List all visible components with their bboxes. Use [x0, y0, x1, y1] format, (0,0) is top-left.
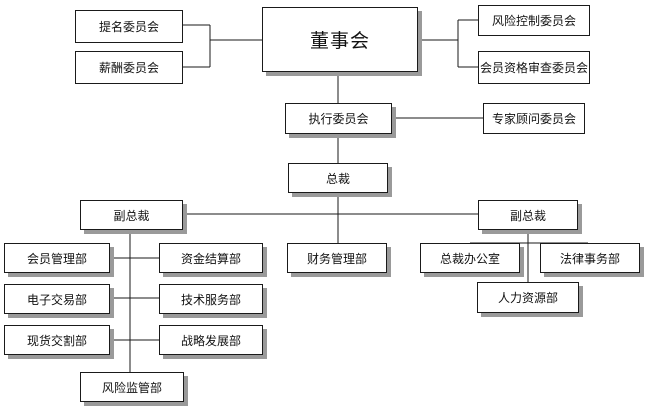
vp-left-label: 副总裁	[113, 208, 150, 223]
connector-left-depts	[110, 257, 159, 341]
finance-mgmt-dept-box: 财务管理部	[287, 243, 387, 273]
board-label: 董事会	[309, 30, 370, 52]
risk-supervision-dept-label: 风险监管部	[101, 380, 162, 395]
board-box: 董事会	[262, 7, 418, 72]
e-trading-dept-box: 电子交易部	[4, 284, 110, 314]
human-resources-dept-box: 人力资源部	[477, 282, 579, 313]
connector-board-left	[183, 24, 262, 68]
president-label: 总裁	[325, 171, 350, 186]
risk-control-committee-box: 风险控制委员会	[478, 5, 590, 36]
fund-settlement-dept-label: 资金结算部	[180, 251, 241, 266]
president-office-box: 总裁办公室	[420, 243, 520, 273]
finance-mgmt-dept-label: 财务管理部	[306, 251, 367, 266]
vp-right-label: 副总裁	[509, 208, 546, 223]
spot-delivery-dept-label: 现货交割部	[26, 333, 87, 348]
nomination-committee-box: 提名委员会	[75, 10, 183, 43]
human-resources-dept-label: 人力资源部	[497, 291, 558, 305]
strategy-dev-dept-label: 战略发展部	[180, 333, 241, 348]
compensation-committee-box: 薪酬委员会	[75, 51, 183, 84]
nomination-committee-label: 提名委员会	[98, 20, 159, 34]
vp-left-box: 副总裁	[80, 200, 183, 230]
compensation-committee-label: 薪酬委员会	[98, 61, 159, 75]
member-mgmt-dept-box: 会员管理部	[4, 243, 110, 273]
executive-committee-label: 执行委员会	[308, 112, 369, 126]
risk-control-committee-label: 风险控制委员会	[491, 14, 576, 28]
e-trading-dept-label: 电子交易部	[26, 292, 87, 307]
spot-delivery-dept-box: 现货交割部	[4, 325, 110, 355]
legal-affairs-dept-box: 法律事务部	[540, 243, 640, 273]
fund-settlement-dept-box: 资金结算部	[159, 243, 263, 273]
president-box: 总裁	[288, 163, 388, 193]
vp-right-box: 副总裁	[478, 200, 578, 230]
executive-committee-box: 执行委员会	[285, 103, 392, 134]
expert-advisory-committee-box: 专家顾问委员会	[483, 103, 585, 134]
expert-advisory-committee-label: 专家顾问委员会	[491, 112, 576, 126]
connector-board-right	[418, 19, 478, 68]
president-office-label: 总裁办公室	[439, 251, 500, 266]
member-mgmt-dept-label: 会员管理部	[26, 251, 87, 266]
membership-review-committee-label: 会员资格审查委员会	[479, 61, 588, 75]
legal-affairs-dept-label: 法律事务部	[559, 251, 620, 266]
tech-services-dept-label: 技术服务部	[180, 292, 241, 307]
connector-president-vps	[183, 193, 478, 243]
membership-review-committee-box: 会员资格审查委员会	[478, 51, 590, 84]
strategy-dev-dept-box: 战略发展部	[159, 325, 263, 355]
tech-services-dept-box: 技术服务部	[159, 284, 263, 314]
risk-supervision-dept-box: 风险监管部	[80, 372, 184, 402]
